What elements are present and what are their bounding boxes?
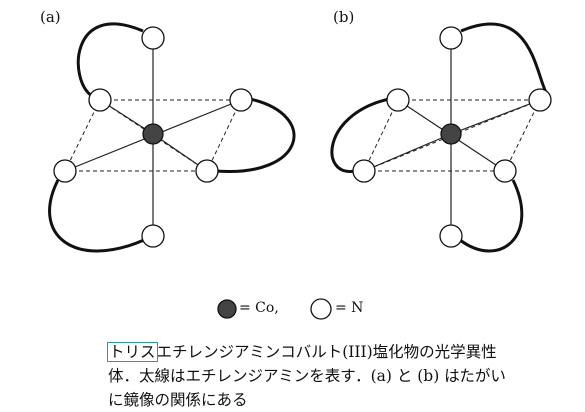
caption-line-1-rest: エチレンジアミンコバルト(III)塩化物の光学異性 bbox=[156, 343, 497, 361]
legend: = Co, = N bbox=[215, 292, 415, 326]
caption-line-1: トリスエチレンジアミンコバルト(III)塩化物の光学異性 bbox=[107, 340, 578, 364]
legend-co-symbol bbox=[217, 299, 237, 319]
legend-n-symbol bbox=[310, 298, 332, 320]
figure-caption: トリスエチレンジアミンコバルト(III)塩化物の光学異性 体．太線はエチレンジア… bbox=[107, 340, 578, 412]
n-atom-b-lower-right bbox=[493, 159, 517, 183]
isomer-a bbox=[48, 22, 296, 253]
caption-line-3: に鏡像の関係にある bbox=[108, 391, 248, 409]
legend-co-label: = Co, bbox=[239, 300, 279, 316]
n-atom-b-bottom bbox=[439, 224, 463, 248]
chelate-arcs-b bbox=[330, 22, 550, 253]
n-atom-a-bottom bbox=[141, 224, 165, 248]
legend-n-label: = N bbox=[335, 300, 364, 316]
highlighted-word: トリス bbox=[107, 342, 158, 362]
n-atom-a-top bbox=[141, 26, 165, 50]
co-atom-b bbox=[440, 123, 462, 145]
panel-label-a: (a) bbox=[40, 8, 61, 26]
n-atom-a-lower-right bbox=[195, 159, 219, 183]
n-atom-a-upper-right bbox=[229, 88, 253, 112]
n-atom-b-upper-right bbox=[528, 88, 552, 112]
n-atom-a-upper-left bbox=[88, 88, 112, 112]
caption-line-2: 体．太線はエチレンジアミンを表す．(a) と (b) はたがい bbox=[108, 367, 506, 385]
isomer-diagram bbox=[48, 22, 552, 253]
co-atom-a bbox=[142, 123, 164, 145]
panel-label-b: (b) bbox=[333, 8, 355, 26]
isomer-b bbox=[330, 22, 552, 253]
n-atom-b-lower-left bbox=[352, 159, 376, 183]
n-atom-a-lower-left bbox=[53, 159, 77, 183]
n-atom-b-top bbox=[439, 26, 463, 50]
chelate-arcs-a bbox=[48, 22, 296, 253]
n-atom-b-upper-left bbox=[386, 88, 410, 112]
legend-symbols bbox=[217, 298, 332, 320]
